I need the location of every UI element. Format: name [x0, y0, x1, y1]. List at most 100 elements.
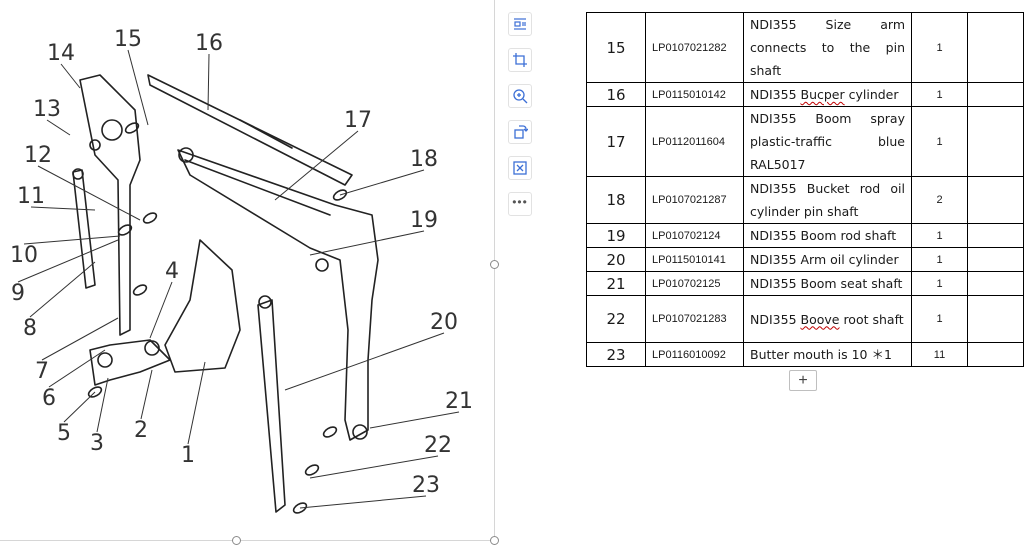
description-text: NDI355 Boom spray plastic-traffic blue R… [750, 111, 905, 172]
bucket-cylinder-part [72, 168, 84, 180]
callout-label: 20 [430, 310, 458, 335]
callout-leader [60, 63, 81, 89]
pin-shaft-part [87, 386, 103, 398]
crop-button[interactable] [508, 48, 532, 72]
quantity-cell[interactable]: 1 [911, 223, 968, 248]
callout-label: 21 [445, 389, 473, 414]
link-plate-part [97, 352, 113, 368]
callout-leader [369, 411, 460, 429]
callout-label: 14 [47, 41, 75, 66]
quantity-cell[interactable]: 2 [911, 176, 968, 224]
pin-shaft-part [322, 426, 338, 438]
quantity-cell[interactable]: 1 [911, 82, 968, 107]
part-description-cell[interactable]: NDI355 Boom spray plastic-traffic blue R… [743, 106, 912, 177]
part-number-cell[interactable]: 23 [586, 342, 646, 367]
arm-cylinder-part [257, 299, 286, 513]
resize-handle-right[interactable] [490, 260, 499, 269]
boom-joint-part [178, 147, 194, 163]
part-number-cell[interactable]: 19 [586, 223, 646, 248]
remarks-cell[interactable] [967, 106, 1024, 177]
misspelled-word: Boove [800, 311, 840, 327]
part-code-cell[interactable]: LP0107021282 [645, 12, 744, 83]
part-code-cell[interactable]: LP0107021283 [645, 295, 744, 343]
part-description-cell[interactable]: NDI355 Boom seat shaft [743, 271, 912, 296]
remarks-cell[interactable] [967, 12, 1024, 83]
zoom-in-button[interactable] [508, 84, 532, 108]
part-number-cell[interactable]: 21 [586, 271, 646, 296]
callout-label: 16 [195, 31, 223, 56]
remarks-cell[interactable] [967, 271, 1024, 296]
callout-leader [29, 261, 96, 318]
description-text: NDI355 Boom rod shaft [750, 228, 897, 243]
boom-joint-part [315, 258, 329, 272]
part-description-cell[interactable]: NDI355 Size arm connects to the pin shaf… [743, 12, 912, 83]
text-wrap-icon [514, 18, 526, 30]
rotate-button[interactable] [508, 120, 532, 144]
text-wrap-button[interactable] [508, 12, 532, 36]
callout-label: 7 [35, 359, 49, 384]
description-text: NDI355 Size arm connects to the pin shaf… [750, 17, 905, 78]
part-code-cell[interactable]: LP0107021287 [645, 176, 744, 224]
dipper-arm-part [101, 119, 123, 141]
image-frame-bottom [0, 540, 495, 541]
part-number-cell[interactable]: 18 [586, 176, 646, 224]
link-plate-part [144, 340, 160, 356]
part-number-cell[interactable]: 16 [586, 82, 646, 107]
description-text: NDI355 Boom seat shaft [750, 276, 903, 291]
part-number-cell[interactable]: 20 [586, 247, 646, 272]
part-description-cell[interactable]: NDI355 Boove root shaft [743, 295, 912, 343]
quantity-cell[interactable]: 11 [911, 342, 968, 367]
callout-leader [17, 239, 119, 283]
callout-leader [284, 332, 445, 391]
link-plate-part [89, 339, 171, 386]
callout-leader [48, 349, 106, 388]
quantity-cell[interactable]: 1 [911, 12, 968, 83]
remarks-cell[interactable] [967, 223, 1024, 248]
callout-label: 6 [42, 386, 56, 411]
callout-label: 19 [410, 208, 438, 233]
part-description-cell[interactable]: NDI355 Arm oil cylinder [743, 247, 912, 272]
excavator-parts-art [72, 74, 379, 514]
description-text: Butter mouth is 10 ＊1 [750, 347, 892, 362]
callout-label: 23 [412, 473, 440, 498]
remarks-cell[interactable] [967, 295, 1024, 343]
description-text: cylinder [844, 87, 899, 102]
part-number-cell[interactable]: 17 [586, 106, 646, 177]
more-button[interactable]: ••• [508, 192, 532, 216]
pin-shaft-part [117, 224, 133, 236]
part-code-cell[interactable]: LP0116010092 [645, 342, 744, 367]
description-text: NDI355 [750, 311, 801, 327]
description-text: root shaft [839, 311, 904, 327]
part-code-cell[interactable]: LP010702124 [645, 223, 744, 248]
remarks-cell[interactable] [967, 176, 1024, 224]
boom-part [177, 149, 379, 441]
plus-icon: + [798, 371, 808, 389]
callout-label: 2 [134, 418, 148, 443]
part-description-cell[interactable]: Butter mouth is 10 ＊1 [743, 342, 912, 367]
callout-leader [41, 317, 119, 361]
part-code-cell[interactable]: LP010702125 [645, 271, 744, 296]
quantity-cell[interactable]: 1 [911, 271, 968, 296]
part-number-cell[interactable]: 15 [586, 12, 646, 83]
part-code-cell[interactable]: LP0115010141 [645, 247, 744, 272]
quantity-cell[interactable]: 1 [911, 106, 968, 177]
add-row-button[interactable]: + [789, 370, 817, 391]
callout-leader [274, 130, 359, 201]
remarks-cell[interactable] [967, 342, 1024, 367]
part-description-cell[interactable]: NDI355 Bucper cylinder [743, 82, 912, 107]
quantity-cell[interactable]: 1 [911, 295, 968, 343]
quantity-cell[interactable]: 1 [911, 247, 968, 272]
part-number-cell[interactable]: 22 [586, 295, 646, 343]
remarks-cell[interactable] [967, 82, 1024, 107]
part-description-cell[interactable]: NDI355 Bucket rod oil cylinder pin shaft [743, 176, 912, 224]
part-code-cell[interactable]: LP0115010142 [645, 82, 744, 107]
pin-shaft-part [292, 502, 308, 514]
callout-leader [46, 119, 71, 136]
bucket-cylinder-part [72, 169, 96, 289]
part-code-cell[interactable]: LP0112011604 [645, 106, 744, 177]
compress-button[interactable] [508, 156, 532, 180]
remarks-cell[interactable] [967, 247, 1024, 272]
part-description-cell[interactable]: NDI355 Boom rod shaft [743, 223, 912, 248]
callout-label: 4 [165, 259, 179, 284]
